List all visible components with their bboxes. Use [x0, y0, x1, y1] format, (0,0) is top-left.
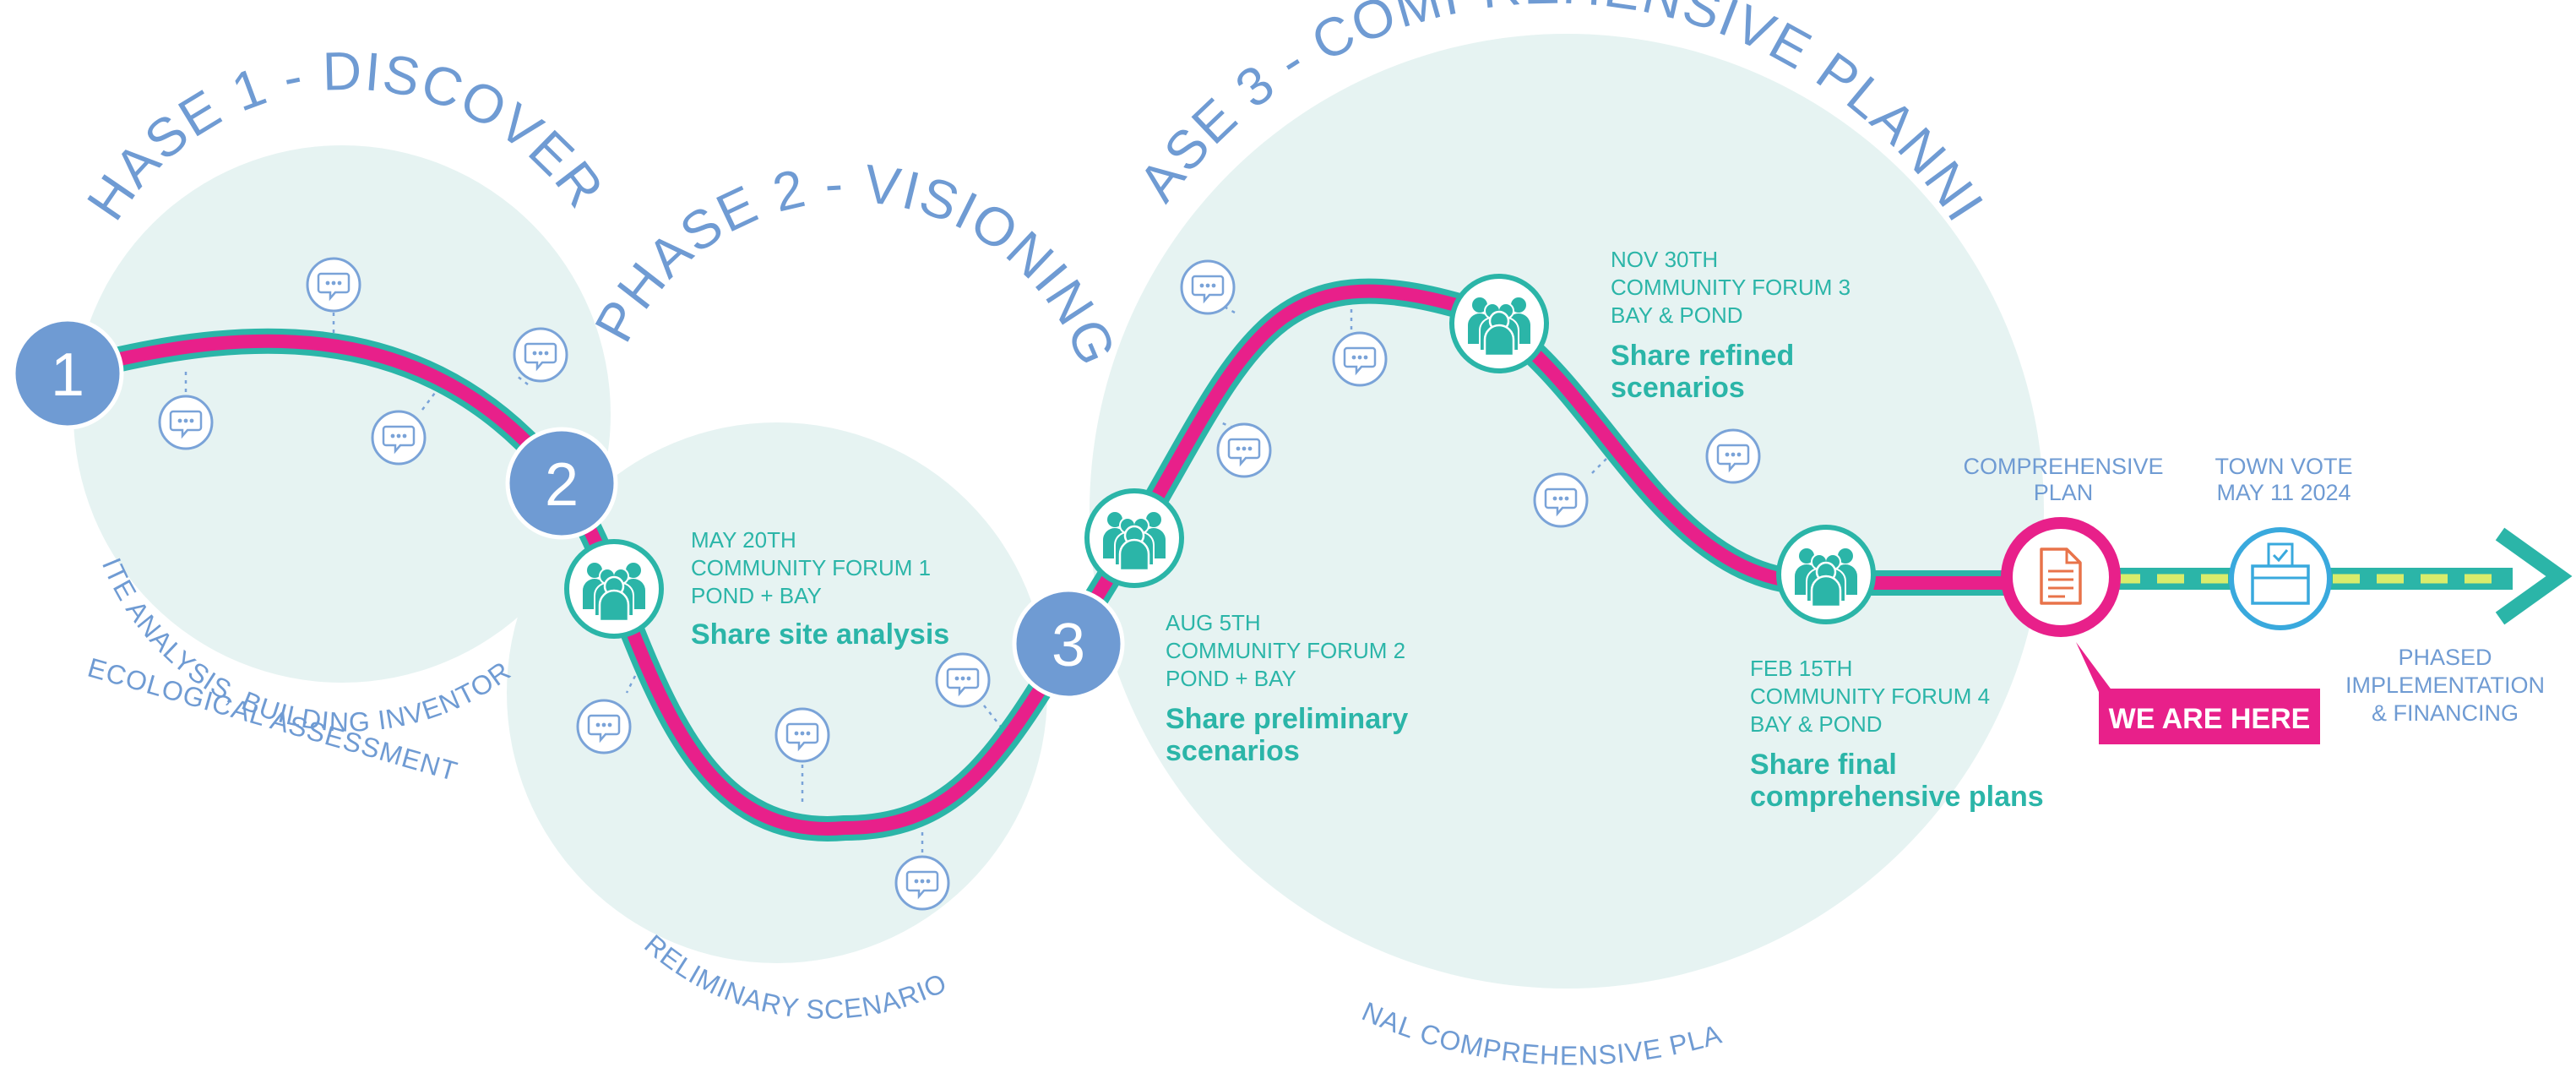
speech-bubble-icon — [894, 855, 950, 911]
speech-bubble-icon — [306, 257, 361, 313]
forum-1-info: MAY 20TH COMMUNITY FORUM 1 POND + BAY Sh… — [691, 527, 949, 651]
speech-bubble-icon — [576, 699, 632, 754]
final-label-line3: & FINANCING — [2372, 700, 2519, 726]
svg-text:scenarios: scenarios — [1166, 735, 1300, 767]
svg-text:AUG 5TH: AUG 5TH — [1166, 610, 1261, 635]
phase-3-badge: 3 — [1012, 587, 1125, 700]
forum-3-info: NOV 30TH COMMUNITY FORUM 3 BAY & POND Sh… — [1611, 247, 1850, 404]
forum-3-people-group-icon — [1452, 276, 1546, 371]
speech-bubble-icon — [1705, 428, 1761, 484]
speech-bubble-icon — [513, 327, 568, 383]
forum-4-people-group-icon — [1779, 527, 1873, 622]
svg-text:NOV 30TH: NOV 30TH — [1611, 247, 1718, 272]
speech-bubble-icon — [371, 410, 427, 466]
plan-label-line1: COMPREHENSIVE — [1963, 454, 2163, 479]
svg-text:comprehensive plans: comprehensive plans — [1750, 781, 2044, 813]
speech-bubble-icon — [1332, 331, 1388, 387]
svg-text:Share preliminary: Share preliminary — [1166, 703, 1408, 735]
svg-text:Share final: Share final — [1750, 749, 1897, 781]
svg-text:COMMUNITY FORUM 1: COMMUNITY FORUM 1 — [691, 555, 931, 580]
phase-1-circle — [73, 145, 611, 683]
forum-2-people-group-icon — [1087, 491, 1182, 586]
speech-bubble-icon — [158, 395, 214, 450]
speech-bubble-icon — [1180, 259, 1236, 315]
forum-4-info: FEB 15TH COMMUNITY FORUM 4 BAY & POND Sh… — [1750, 656, 2044, 813]
svg-text:BAY & POND: BAY & POND — [1611, 302, 1743, 328]
svg-text:3: 3 — [1052, 612, 1085, 679]
forum-1-people-group-icon — [567, 542, 661, 636]
town-vote-marker — [2229, 527, 2332, 630]
document-icon — [2040, 547, 2082, 605]
svg-text:COMMUNITY FORUM 4: COMMUNITY FORUM 4 — [1750, 684, 1990, 709]
svg-text:FEB 15TH: FEB 15TH — [1750, 656, 1852, 681]
svg-text:COMMUNITY FORUM 3: COMMUNITY FORUM 3 — [1611, 275, 1850, 300]
we-are-here-callout: WE ARE HERE — [2076, 642, 2320, 744]
phase-2-badge: 2 — [505, 427, 618, 540]
svg-text:MAY 20TH: MAY 20TH — [691, 527, 796, 553]
final-label-line2: IMPLEMENTATION — [2345, 673, 2545, 698]
svg-text:scenarios: scenarios — [1611, 372, 1745, 404]
ballot-box-icon — [2251, 542, 2310, 605]
svg-text:POND + BAY: POND + BAY — [691, 583, 822, 608]
arrow-head-icon — [2495, 527, 2573, 625]
svg-text:1: 1 — [51, 341, 84, 409]
vote-label-line2: MAY 11 2024 — [2216, 480, 2350, 505]
svg-text:Share site analysis: Share site analysis — [691, 618, 949, 651]
svg-text:POND + BAY: POND + BAY — [1166, 666, 1296, 691]
svg-text:WE ARE HERE: WE ARE HERE — [2109, 703, 2311, 735]
svg-text:BAY & POND: BAY & POND — [1750, 711, 1883, 737]
svg-text:Share refined: Share refined — [1611, 340, 1794, 372]
speech-bubble-icon — [774, 707, 830, 763]
svg-text:2: 2 — [545, 451, 579, 519]
plan-label-line2: PLAN — [2034, 480, 2094, 505]
comprehensive-plan-marker — [2001, 517, 2121, 637]
forum-2-info: AUG 5TH COMMUNITY FORUM 2 POND + BAY Sha… — [1166, 610, 1408, 767]
phase-2-title: PHASE 2 - VISIONING — [583, 153, 1128, 375]
final-label-line1: PHASED — [2398, 645, 2492, 670]
speech-bubble-icon — [1533, 472, 1589, 528]
speech-bubble-icon — [1216, 422, 1272, 478]
phase-1-badge: 1 — [11, 317, 124, 430]
vote-label-line1: TOWN VOTE — [2215, 454, 2352, 479]
speech-bubble-icon — [935, 652, 991, 708]
svg-text:COMMUNITY FORUM 2: COMMUNITY FORUM 2 — [1166, 638, 1405, 663]
